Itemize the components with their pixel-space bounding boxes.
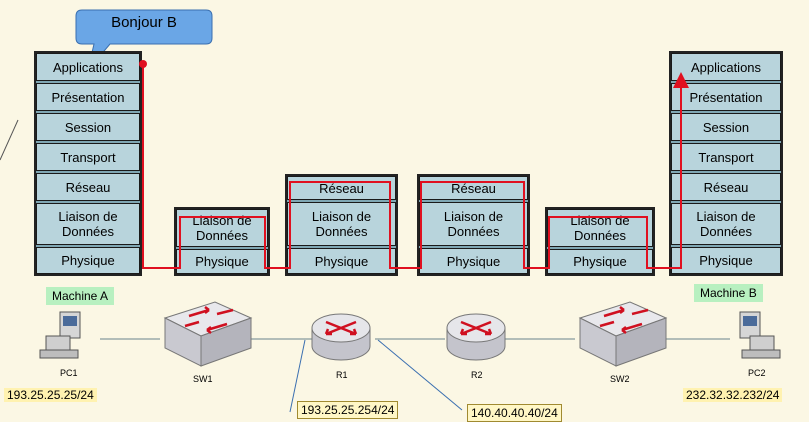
machine-b-layer-session: Session: [671, 113, 781, 141]
machine-a-layer-presentation: Présentation: [36, 83, 140, 111]
computer-icon: [739, 311, 781, 359]
machine-a-label: Machine A: [46, 287, 115, 305]
sw1-label: SW1: [193, 374, 213, 384]
decorative-line: [0, 119, 19, 161]
sw1-layer-liaison: Liaison de Données: [176, 209, 268, 247]
pc2-ip: 232.32.32.232/24: [683, 388, 783, 402]
machine-a-layer-physique: Physique: [36, 247, 140, 274]
router-icon: [311, 313, 371, 361]
machine-a-layer-applications: Applications: [36, 53, 140, 81]
switch-icon: [163, 301, 253, 367]
r2-layer-reseau: Réseau: [419, 176, 528, 200]
bubble-text: Bonjour B: [111, 14, 177, 31]
r1-layer-reseau: Réseau: [287, 176, 396, 200]
pc1-ip: 193.25.25.25/24: [4, 388, 97, 402]
router-icon: [446, 313, 506, 361]
machine-b-label: Machine B: [694, 284, 763, 302]
sw1-layer-physique: Physique: [176, 249, 268, 274]
machine-a-layer-liaison: Liaison de Données: [36, 203, 140, 245]
switch-icon: [578, 301, 668, 367]
r2-layer-liaison: Liaison de Données: [419, 202, 528, 246]
pc1-label: PC1: [60, 368, 78, 378]
machine-a-layer-reseau: Réseau: [36, 173, 140, 201]
sw2-layer-liaison: Liaison de Données: [547, 209, 653, 247]
machine-b-layer-reseau: Réseau: [671, 173, 781, 201]
machine-b-layer-liaison: Liaison de Données: [671, 203, 781, 245]
r2-layer-physique: Physique: [419, 248, 528, 274]
machine-b-layer-physique: Physique: [671, 247, 781, 274]
pc2-label: PC2: [748, 368, 766, 378]
r1-left-ip: 193.25.25.254/24: [297, 401, 399, 419]
r1-layer-physique: Physique: [287, 248, 396, 274]
r1-right-ip: 140.40.40.40/24: [467, 404, 562, 422]
machine-a-layer-transport: Transport: [36, 143, 140, 171]
sw2-label: SW2: [610, 374, 630, 384]
machine-b-layer-transport: Transport: [671, 143, 781, 171]
sw2-layer-physique: Physique: [547, 249, 653, 274]
machine-b-layer-applications: Applications: [671, 53, 781, 81]
machine-a-layer-session: Session: [36, 113, 140, 141]
computer-icon: [39, 311, 81, 359]
r2-label: R2: [471, 370, 483, 380]
r1-layer-liaison: Liaison de Données: [287, 202, 396, 246]
machine-b-layer-presentation: Présentation: [671, 83, 781, 111]
r1-label: R1: [336, 370, 348, 380]
